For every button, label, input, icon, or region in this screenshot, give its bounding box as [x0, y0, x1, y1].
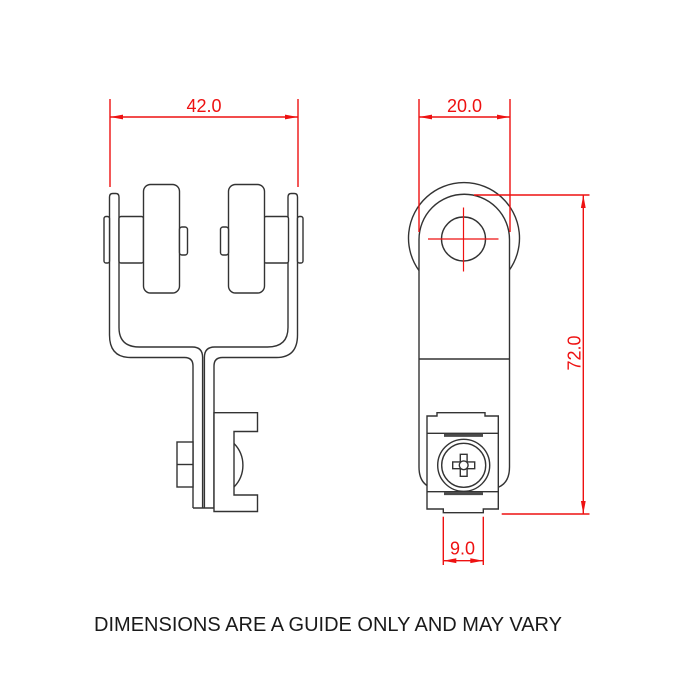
arrowhead-left-icon	[110, 114, 123, 120]
disclaimer-note: DIMENSIONS ARE A GUIDE ONLY AND MAY VARY	[94, 614, 562, 636]
hole-center-marks	[428, 207, 499, 272]
strap-right-top-cap	[287, 192, 299, 198]
hub-left	[118, 215, 145, 264]
wheel-right	[227, 183, 266, 294]
axle-boss-inner-right	[219, 226, 230, 256]
side-view	[407, 181, 521, 514]
dimension-value: 72.0	[565, 335, 585, 370]
dimension-value: 42.0	[186, 96, 221, 116]
stem-nut	[176, 441, 194, 488]
screw-inner-circle	[441, 442, 487, 488]
clamp-bracket-front	[213, 412, 259, 513]
hub-right	[263, 215, 290, 264]
dimension-side-height: 72.0	[474, 194, 590, 515]
strap-left-top-cap	[108, 192, 120, 198]
wheel-left	[142, 183, 181, 294]
arrowhead-up-icon	[580, 195, 586, 208]
dimension-value: 20.0	[447, 96, 482, 116]
arrowhead-left-icon	[443, 558, 457, 564]
strap-left-outer-line	[108, 197, 194, 508]
axle-boss-inner-left	[178, 226, 189, 256]
clamp-bracket-front-outline	[213, 412, 259, 513]
strap-left-inner-line	[118, 197, 204, 508]
axle-end-left	[103, 215, 111, 264]
clamp-boss-arc	[233, 443, 244, 488]
arrowhead-right-icon	[285, 114, 298, 120]
arrowhead-down-icon	[580, 501, 586, 514]
arrowhead-left-icon	[419, 114, 432, 120]
dimension-side-width: 20.0	[418, 96, 511, 232]
dimension-value: 9.0	[450, 539, 475, 559]
strap-right-outer-line	[213, 197, 299, 508]
arrowhead-right-icon	[497, 114, 510, 120]
dimension-tab-width: 9.0	[442, 516, 484, 565]
strap-right-inner-line	[203, 197, 289, 508]
dimension-front-width: 42.0	[109, 96, 299, 187]
axle-end-right	[296, 215, 304, 264]
arrowhead-right-icon	[470, 558, 484, 564]
screw-head	[437, 438, 491, 492]
front-view	[103, 183, 304, 513]
wheel-silhouette-arc	[407, 181, 521, 272]
hanger-strap	[108, 192, 299, 509]
screw-center-circle	[458, 460, 469, 471]
